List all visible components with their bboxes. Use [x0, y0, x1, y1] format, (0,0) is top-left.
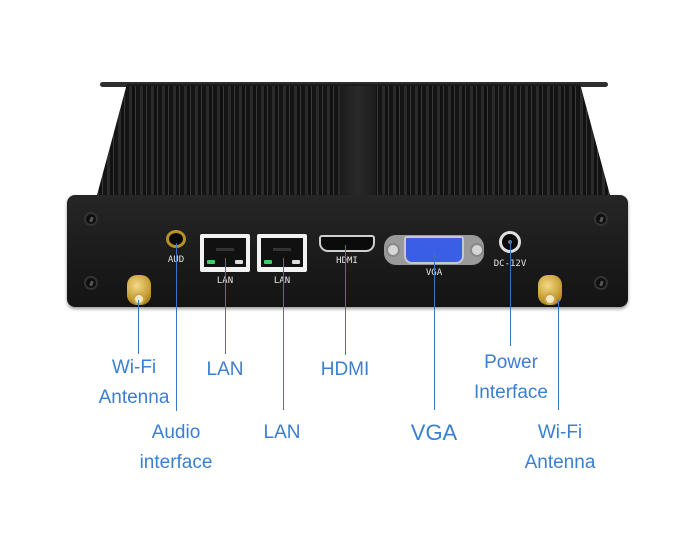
dc-port-label: DC-12V [486, 259, 534, 269]
lan1-port-label: LAN [200, 276, 250, 286]
screw-bottom-right-icon [594, 276, 608, 290]
screw-bottom-left-icon [84, 276, 98, 290]
aud-port-label: AUD [160, 255, 192, 265]
callout-vga: VGA [410, 420, 458, 445]
lan-port-2 [257, 234, 307, 272]
leader-wifi-left [138, 300, 139, 354]
wifi-antenna-left-connector [127, 275, 151, 305]
screw-top-right-icon [594, 212, 608, 226]
leader-lan2 [283, 258, 284, 410]
callout-power-interface: Power Interface [474, 352, 548, 403]
callout-wifi-antenna-right: Wi-Fi Antenna [524, 422, 596, 473]
leader-audio [176, 243, 177, 411]
hdmi-port-label: HDMI [336, 256, 358, 266]
callout-audio-interface: Audio interface [139, 422, 213, 473]
heatsink-center-strip [340, 86, 376, 199]
vga-port-label: VGA [404, 268, 464, 278]
leader-lan1 [225, 258, 226, 354]
lan2-port-label: LAN [273, 276, 291, 286]
leader-vga [434, 252, 435, 410]
vga-screw-right-icon [470, 243, 484, 257]
vga-screw-left-icon [386, 243, 400, 257]
leader-power [510, 242, 511, 346]
callout-lan-1: LAN [206, 359, 244, 380]
hdmi-port [319, 235, 375, 252]
callout-wifi-antenna-left: Wi-Fi Antenna [98, 357, 170, 408]
leader-wifi-right [558, 300, 559, 410]
wifi-antenna-right-connector [538, 275, 562, 305]
screw-top-left-icon [84, 212, 98, 226]
callout-lan-2: LAN [263, 422, 301, 443]
leader-hdmi [345, 245, 346, 355]
callout-hdmi: HDMI [320, 359, 370, 380]
